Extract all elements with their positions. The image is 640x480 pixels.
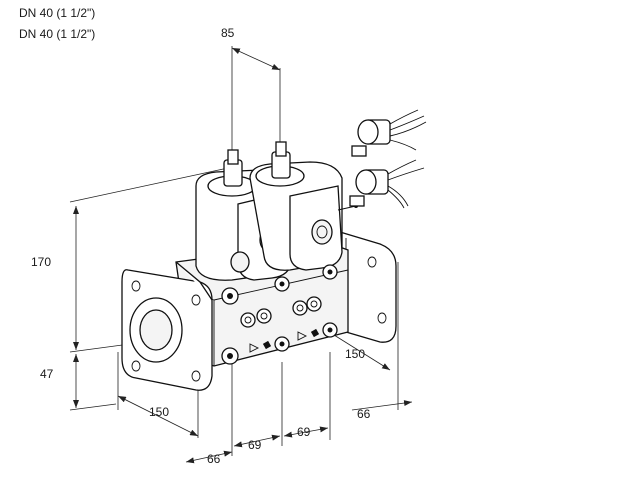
dim-height: 170 [31, 255, 51, 269]
dim-top-width: 85 [221, 26, 235, 40]
dim-offset-right: 66 [357, 407, 371, 421]
nominal-size-label-2: DN 40 (1 1/2") [19, 27, 96, 41]
dim-spacing-a: 69 [248, 438, 262, 452]
solenoid-right [249, 141, 358, 271]
valve-assembly [121, 109, 427, 391]
dim-base-height: 47 [40, 367, 54, 381]
connector-upper [351, 109, 427, 157]
left-flange [121, 261, 213, 391]
dim-spacing-b: 69 [297, 425, 311, 439]
dim-flange-right: 150 [345, 347, 365, 361]
dim-offset-left: 66 [207, 452, 221, 466]
electrical-connectors [349, 109, 427, 209]
dimension-labels: 85 170 47 150 150 66 66 69 69 [31, 26, 371, 466]
connector-lower [349, 159, 425, 209]
dim-flange-left: 150 [149, 405, 169, 419]
nominal-size-label-1: DN 40 (1 1/2") [19, 6, 96, 20]
pressure-fittings [221, 264, 338, 365]
